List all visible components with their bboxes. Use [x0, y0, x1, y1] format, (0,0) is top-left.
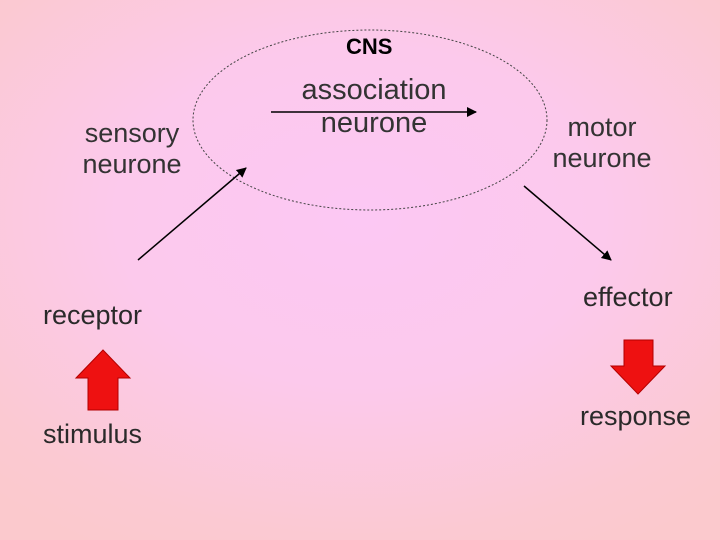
effector-label: effector [583, 282, 673, 312]
receptor-label: receptor [43, 300, 143, 330]
response-label: response [580, 401, 692, 431]
sensory-arrow [137, 167, 247, 261]
association-neurone-text: association neurone [301, 74, 447, 140]
cns-label: CNS [346, 34, 393, 59]
motor-neurone-label: motor neurone [540, 112, 664, 174]
motor-arrow [523, 185, 612, 261]
motor-neurone-text: motor neurone [552, 112, 652, 174]
stimulus-label: stimulus [43, 419, 143, 449]
sensory-neurone-text: sensory neurone [82, 118, 182, 180]
stimulus-up-arrow [74, 349, 132, 411]
response-down-arrow [609, 339, 667, 395]
sensory-neurone-label: sensory neurone [68, 118, 196, 180]
cns-boundary [192, 29, 548, 211]
association-neurone-label: association neurone [293, 74, 455, 141]
